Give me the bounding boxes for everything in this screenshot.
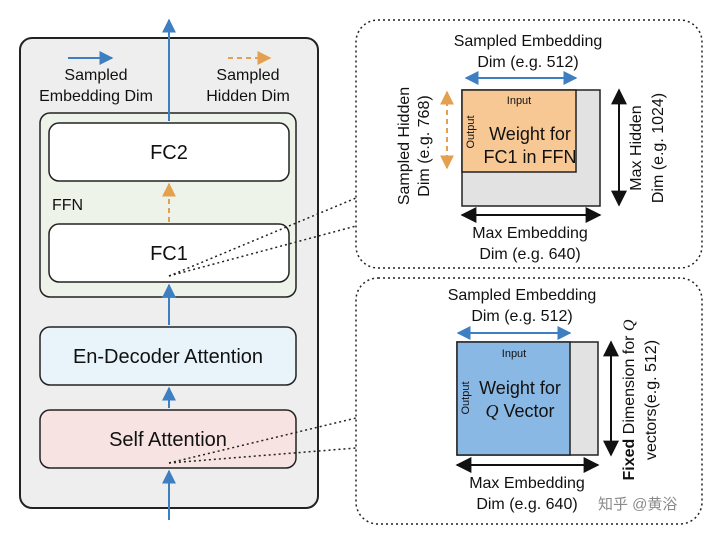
top-weight-line2: FC1 in FFN xyxy=(483,147,576,167)
bottom-max-embedding-line2: Dim (e.g. 640) xyxy=(476,496,577,513)
bottom-sampled-embedding-line1: Sampled Embedding xyxy=(448,287,597,304)
bottom-fixed-bold: Fixed xyxy=(621,439,638,481)
watermark-halo: 知乎 @黄浴 xyxy=(598,496,677,513)
bottom-input-label: Input xyxy=(502,348,526,360)
bottom-fixed-dim-line2: vectors(e.g. 512) xyxy=(643,340,660,460)
fc1-sampled-weight-matrix xyxy=(461,89,577,173)
top-max-embedding-line1: Max Embedding xyxy=(472,225,588,242)
ffn-label: FFN xyxy=(52,197,83,214)
top-sampled-hidden-line1: Sampled Hidden xyxy=(396,87,413,205)
bottom-fixed-dim-line1: Fixed Dimension for Q xyxy=(621,319,638,480)
en-decoder-attention-block xyxy=(39,326,297,386)
top-weight-line1: Weight for xyxy=(489,124,571,144)
top-sampled-embedding-line2: Dim (e.g. 512) xyxy=(477,54,578,71)
en-decoder-attention-label: En-Decoder Attention xyxy=(73,346,263,368)
top-input-label: Input xyxy=(507,95,531,107)
q-sampled-weight-matrix xyxy=(456,341,571,456)
self-attention-label: Self Attention xyxy=(109,429,227,451)
top-max-hidden-line1: Max Hidden xyxy=(628,105,645,190)
legend-hidden-line2: Hidden Dim xyxy=(206,88,290,105)
top-max-hidden-line2: Dim (e.g. 1024) xyxy=(650,93,667,203)
fc2-block xyxy=(48,122,290,182)
bottom-weight-line1: Weight for xyxy=(479,378,561,398)
bottom-weight-vector: Vector xyxy=(498,401,554,421)
callout-lines xyxy=(168,197,357,464)
top-sampled-embedding-line1: Sampled Embedding xyxy=(454,33,603,50)
fc2-label: FC2 xyxy=(150,142,188,164)
fc1-block xyxy=(48,223,290,283)
bottom-fixed-rest: Dimension for xyxy=(621,331,638,439)
top-output-label: Output xyxy=(465,115,477,148)
legend-embedding-line2: Embedding Dim xyxy=(39,88,153,105)
bottom-max-embedding-line1: Max Embedding xyxy=(469,475,585,492)
bottom-weight-line2: Q Vector xyxy=(485,401,554,421)
bottom-weight-q: Q xyxy=(485,401,498,421)
self-attention-block xyxy=(39,409,297,469)
legend-embedding-line1: Sampled xyxy=(64,67,127,84)
legend-hidden-line1: Sampled xyxy=(216,67,279,84)
bottom-fixed-q: Q xyxy=(621,319,638,331)
top-sampled-hidden-line2: Dim (e.g. 768) xyxy=(416,95,433,196)
bottom-sampled-embedding-line2: Dim (e.g. 512) xyxy=(471,308,572,325)
bottom-output-label: Output xyxy=(460,381,472,414)
top-max-embedding-line2: Dim (e.g. 640) xyxy=(479,246,580,263)
watermark: 知乎 @黄浴 xyxy=(598,496,677,513)
fc1-label: FC1 xyxy=(150,243,188,265)
